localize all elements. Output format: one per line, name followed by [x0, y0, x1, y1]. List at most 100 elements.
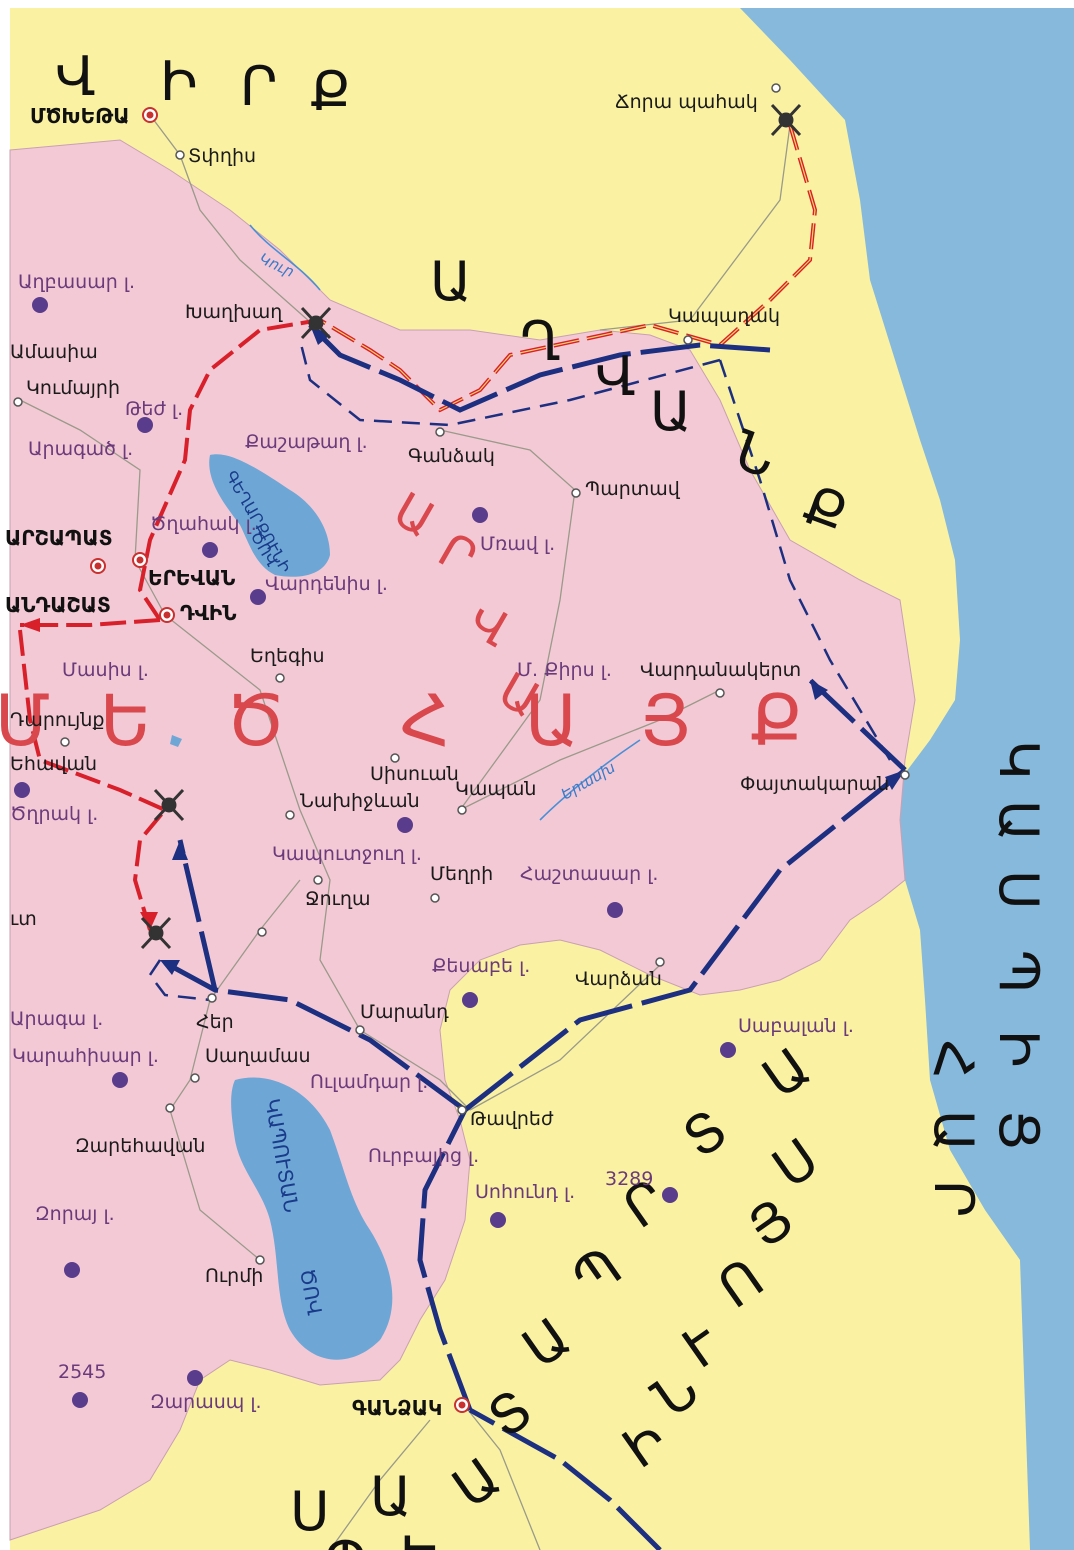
- region-virk: Վ Ի Ր Ք: [55, 45, 351, 123]
- battle-west2: [140, 916, 172, 950]
- lake-small: [170, 735, 182, 747]
- svg-text:Զարեհավան: Զարեհավան: [75, 1135, 205, 1157]
- svg-text:Ք: Ք: [750, 680, 803, 762]
- left-margin: [0, 0, 10, 1550]
- svg-text:Քեսաբե լ.: Քեսաբե լ.: [432, 955, 530, 977]
- road-network: [19, 114, 791, 1550]
- red-route-inner: [319, 124, 816, 411]
- region-bottom-left: Ս Ա Պ Ե: [290, 1465, 440, 1550]
- svg-text:Ա: Ա: [430, 250, 471, 313]
- svg-text:Թեժ լ.: Թեժ լ.: [125, 398, 183, 420]
- svg-text:Հաշտասար լ.: Հաշտասար լ.: [520, 863, 658, 885]
- svg-text:Ա: Ա: [922, 1110, 985, 1151]
- svg-text:Եղեգիս: Եղեգիս: [250, 645, 325, 667]
- battle-khaghkhagh: [300, 306, 332, 340]
- svg-text:Մարանդ: Մարանդ: [360, 1001, 449, 1023]
- svg-text:Մռավ լ.: Մռավ լ.: [480, 533, 555, 555]
- svg-text:Կապուտջուղ լ.: Կապուտջուղ լ.: [272, 843, 422, 865]
- svg-text:Ա: Ա: [650, 380, 691, 443]
- svg-text:Կապան: Կապան: [455, 778, 536, 800]
- svg-text:Տփղիս: Տփղիս: [188, 145, 256, 167]
- battle-west1: [153, 788, 185, 822]
- svg-text:Զորայ լ.: Զորայ լ.: [35, 1203, 115, 1225]
- svg-text:Փայտակարան: Փայտակարան: [740, 773, 889, 795]
- svg-text:Աղբասար լ.: Աղբասար լ.: [18, 271, 135, 293]
- svg-text:Ս: Ս: [987, 870, 1050, 910]
- river-network: [249, 224, 641, 821]
- svg-text:Ս: Ս: [290, 1480, 330, 1543]
- blue-route: [158, 323, 907, 1550]
- svg-text:Զարասպ լ.: Զարասպ լ.: [150, 1391, 262, 1413]
- svg-text:Ջուղա: Ջուղա: [305, 888, 370, 910]
- svg-text:Ծ: Ծ: [225, 680, 285, 762]
- svg-text:Կումայրի: Կումայրի: [26, 377, 120, 399]
- svg-text:Արագած լ.: Արագած լ.: [28, 438, 133, 460]
- svg-text:Մեղրի: Մեղրի: [430, 863, 493, 885]
- svg-text:Վ: Վ: [595, 345, 636, 408]
- svg-text:Թավրեժ: Թավրեժ: [470, 1108, 554, 1130]
- svg-text:Պ: Պ: [325, 1530, 368, 1550]
- svg-text:Ե: Ե: [400, 1525, 440, 1550]
- svg-text:Ի: Ի: [160, 50, 197, 113]
- svg-text:Հ: Հ: [922, 1040, 985, 1079]
- svg-text:Ճորա պահակ: Ճորա պահակ: [615, 91, 758, 113]
- svg-text:Վ: Վ: [55, 45, 96, 108]
- svg-text:Ծղահակ լ.: Ծղահակ լ.: [150, 513, 257, 535]
- top-margin: [0, 0, 1074, 8]
- svg-text:Նախիջևան: Նախիջևան: [300, 790, 420, 812]
- svg-text:Վարձան: Վարձան: [575, 968, 662, 990]
- svg-text:Ուրբայից լ.: Ուրբայից լ.: [368, 1145, 479, 1167]
- svg-text:Մ. Քիրս լ.: Մ. Քիրս լ.: [517, 659, 612, 681]
- capital-label-mtskheta: ՄԾԽԵԹԱ: [30, 104, 130, 128]
- town-labels: Տփղիս Խաղխաղ Գանձակ Կապաղակ Պարտավ Ճորա …: [10, 91, 889, 1287]
- svg-text:2545: 2545: [58, 1361, 106, 1383]
- svg-text:Ա: Ա: [370, 1465, 411, 1528]
- svg-text:Ր: Ր: [922, 1180, 985, 1217]
- battle-markers: [140, 103, 802, 950]
- svg-text:3289: 3289: [605, 1168, 653, 1190]
- svg-text:Պարտավ: Պարտավ: [585, 478, 681, 500]
- svg-text:Սաբալան լ.: Սաբալան լ.: [738, 1015, 854, 1037]
- mountain-markers: [14, 297, 736, 1408]
- edge-fragment-ut: ւտ: [10, 908, 37, 930]
- svg-text:Ք: Ք: [310, 60, 351, 123]
- svg-text:Ա: Ա: [525, 680, 579, 762]
- svg-text:Վարդանակերտ: Վարդանակերտ: [640, 659, 801, 681]
- svg-text:Կ: Կ: [987, 740, 1050, 780]
- svg-text:Կապաղակ: Կապաղակ: [668, 305, 780, 327]
- svg-text:Դարույնք: Դարույնք: [10, 709, 104, 731]
- svg-text:Գանձակ: Գանձակ: [408, 445, 495, 467]
- svg-text:Վարդենիս լ.: Վարդենիս լ.: [265, 573, 388, 595]
- svg-text:Կարահիսար լ.: Կարահիսար լ.: [12, 1045, 159, 1067]
- svg-text:Մասիս լ.: Մասիս լ.: [62, 659, 149, 681]
- capital-label-arshapat: ԱՐՇԱՊԱՏ: [5, 526, 113, 550]
- capital-label-yerevan: ԵՐԵՎԱՆ: [148, 566, 235, 590]
- blue-route-dashed: [148, 339, 892, 1002]
- capital-markers: [90, 107, 470, 1413]
- svg-text:Եհավան: Եհավան: [10, 753, 97, 775]
- svg-text:Արագա լ.: Արագա լ.: [10, 1008, 103, 1030]
- svg-text:Խաղխաղ: Խաղխաղ: [185, 301, 283, 323]
- svg-text:Սաղամաս: Սաղամաս: [205, 1045, 311, 1067]
- capital-label-gandzak: ԳԱՆՁԱԿ: [352, 1396, 442, 1420]
- lake-sevan: [209, 454, 330, 577]
- svg-text:Ուրմի: Ուրմի: [205, 1265, 263, 1287]
- svg-text:Սոհունդ լ.: Սոհունդ լ.: [475, 1181, 575, 1203]
- svg-text:Ղ: Ղ: [520, 310, 561, 373]
- svg-text:Հ: Հ: [400, 680, 450, 762]
- mountain-labels: Աղբասար լ. Թեժ լ. Արագած լ. Քաշաթաղ լ. Մ…: [10, 271, 854, 1413]
- svg-text:Սիսուան: Սիսուան: [370, 763, 459, 785]
- region-mets-hayk: Ե Ծ Հ Ա Յ Ք Մ: [0, 680, 803, 762]
- svg-text:Ե: Ե: [100, 680, 151, 762]
- lake-urmia: [231, 1077, 393, 1360]
- svg-text:Պ: Պ: [987, 950, 1050, 993]
- capital-label-dvin: ԴՎԻՆ: [180, 601, 237, 625]
- svg-text:Ի: Ի: [987, 1030, 1050, 1067]
- svg-text:Քաշաթաղ լ.: Քաշաթաղ լ.: [245, 431, 368, 453]
- svg-text:Հեր: Հեր: [196, 1011, 234, 1033]
- battle-chora: [770, 103, 802, 137]
- capital-label-andashat: ԱՆԴԱՇԱՏ: [5, 593, 111, 617]
- route-arrows-red: [20, 618, 158, 930]
- svg-text:Ուլամդար լ.: Ուլամդար լ.: [310, 1071, 428, 1093]
